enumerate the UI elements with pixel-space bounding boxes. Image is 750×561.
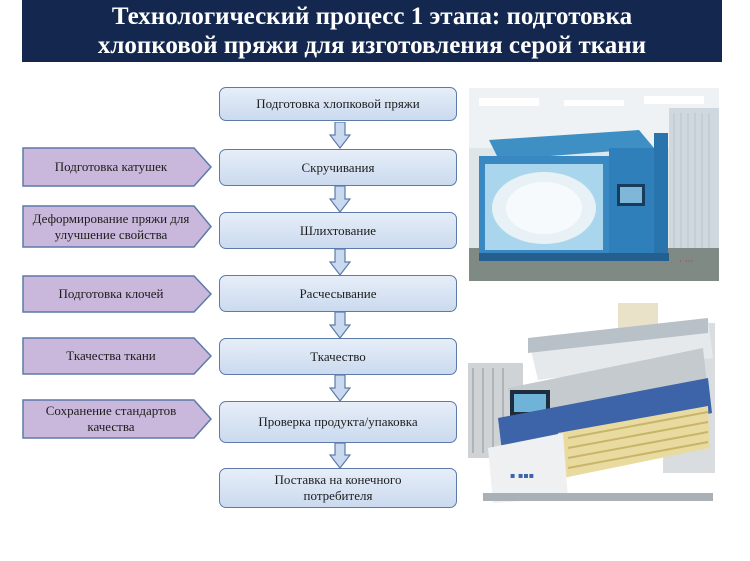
side-step-5-label: Сохранение стандартов качества	[45, 403, 177, 434]
flow-step-2-label: Скручивания	[301, 159, 375, 175]
flow-step-1: Подготовка хлопковой пряжи	[219, 87, 457, 121]
down-arrow-icon	[329, 312, 351, 339]
side-step-2: Деформирование пряжи для улучшение свойс…	[22, 205, 212, 248]
side-step-3-label: Подготовка клочей	[58, 286, 164, 301]
side-step-2-label: Деформирование пряжи для улучшение свойс…	[32, 210, 190, 242]
page-title: Технологический процесс 1 этапа: подгото…	[22, 0, 722, 62]
side-step-3: Подготовка клочей	[22, 275, 212, 313]
pentagon-arrow-shape	[22, 337, 212, 375]
title-line-1: Технологический процесс 1 этапа: подгото…	[111, 3, 633, 30]
down-arrow-icon	[329, 443, 351, 469]
flow-step-1-label: Подготовка хлопковой пряжи	[256, 96, 420, 111]
svg-text:· ···: · ···	[679, 257, 693, 267]
flow-step-7-label: Поставка на конечного потребителя	[274, 472, 402, 503]
pentagon-arrow-shape	[22, 205, 212, 248]
flow-step-2: Скручивания	[219, 149, 457, 186]
down-arrow-icon	[329, 375, 351, 402]
flow-step-3-label: Шлихтование	[299, 222, 377, 238]
flow-step-6: Проверка продукта/упаковка	[219, 401, 457, 443]
weaving-loom-photo: ▪ ▪▪▪	[468, 298, 720, 506]
flow-step-5-label: Ткачество	[310, 348, 366, 364]
title-line-2: хлопковой пряжи для изготовления серой т…	[97, 32, 647, 59]
pentagon-arrow-shape	[22, 275, 212, 313]
down-arrow-icon	[329, 186, 351, 213]
down-arrow-icon	[329, 249, 351, 276]
flow-step-4-label: Расчесывание	[299, 285, 377, 301]
flow-step-7: Поставка на конечного потребителя	[219, 468, 457, 508]
side-step-1-label: Подготовка катушек	[54, 159, 168, 174]
svg-text:▪ ▪▪▪: ▪ ▪▪▪	[510, 471, 534, 480]
pentagon-arrow-shape	[22, 147, 212, 187]
flow-step-5: Ткачество	[219, 338, 457, 375]
flow-step-4: Расчесывание	[219, 275, 457, 312]
side-step-1: Подготовка катушек	[22, 147, 212, 187]
side-step-4-label: Ткачества ткани	[66, 348, 156, 363]
side-step-5: Сохранение стандартов качества	[22, 399, 212, 439]
pentagon-arrow-shape	[22, 399, 212, 439]
flow-step-6-label: Проверка продукта/упаковка	[258, 414, 418, 429]
down-arrow-icon	[329, 122, 351, 149]
side-step-4: Ткачества ткани	[22, 337, 212, 375]
flow-step-3: Шлихтование	[219, 212, 457, 249]
sizing-machine-photo: · ···	[469, 88, 719, 281]
